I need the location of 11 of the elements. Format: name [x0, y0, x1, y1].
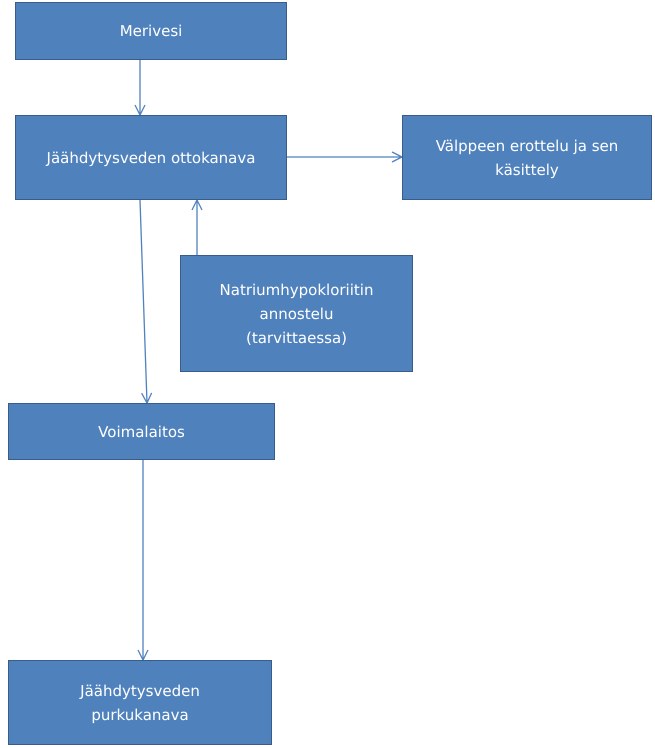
- arrow: [287, 151, 403, 163]
- process-box: Natriumhypokloriitin annostelu (tarvittaessa): [180, 255, 413, 372]
- process-box: Jäähdytysveden purkukanava: [8, 660, 272, 745]
- arrow: [139, 200, 152, 404]
- process-box: Merivesi: [15, 2, 287, 60]
- process-box: Voimalaitos: [8, 403, 275, 460]
- arrow: [137, 460, 149, 661]
- process-box: Välppeen erottelu ja sen käsittely: [402, 115, 652, 200]
- arrow: [191, 199, 203, 255]
- process-box: Jäähdytysveden ottokanava: [15, 115, 287, 200]
- arrow: [134, 60, 146, 116]
